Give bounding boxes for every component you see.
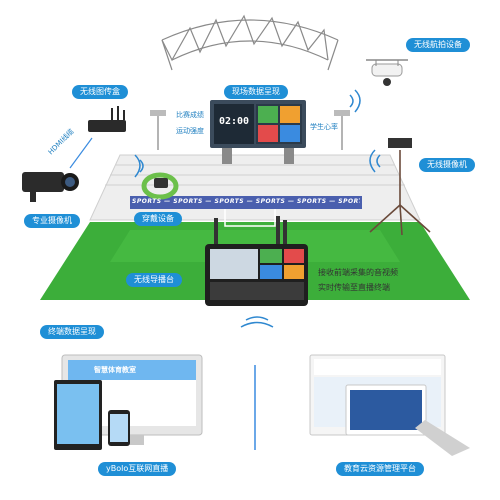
label-live-data: 现场数据呈现 xyxy=(224,85,288,99)
stadium-roof-truss xyxy=(161,14,339,71)
scoreboard-time: 02:00 xyxy=(218,116,250,127)
banner-text: SPORTS — SPORTS — SPORTS — SPORTS — SPOR… xyxy=(132,198,360,205)
transmitter-box xyxy=(88,106,126,132)
light-poles xyxy=(150,110,350,150)
label-wearable: 穿戴设备 xyxy=(134,212,182,226)
label-pro-camera: 专业摄像机 xyxy=(24,214,80,228)
sports-banner xyxy=(130,196,362,209)
label-terminal-data: 终端数据呈现 xyxy=(40,325,104,339)
wireless-camera-tripod xyxy=(369,138,431,236)
director-caption-line1: 接收前端采集的音视频 xyxy=(318,268,398,277)
cloud-platform-devices xyxy=(309,354,470,456)
label-wireless-director: 无线导播台 xyxy=(126,273,182,287)
director-console xyxy=(205,216,308,306)
annotation-race-score: 比赛成绩 xyxy=(176,111,204,119)
director-caption-line2: 实时传输至直播终端 xyxy=(318,283,390,292)
pro-camera xyxy=(22,172,79,202)
wifi-waves xyxy=(134,89,381,328)
label-wireless-transmitter: 无线图传盒 xyxy=(72,85,128,99)
annotation-student-heart-rate: 学生心率 xyxy=(310,123,338,131)
hdmi-arrow xyxy=(69,137,93,169)
website-hero-title: 智慧体育教室 xyxy=(94,366,136,374)
terminal-devices xyxy=(54,354,203,450)
label-wireless-camera: 无线摄像机 xyxy=(419,158,475,172)
label-ybolo-live: yBolo互联网直播 xyxy=(98,462,177,476)
label-edu-cloud: 教育云资源管理平台 xyxy=(336,462,424,476)
scoreboard xyxy=(210,100,306,164)
label-wireless-drone: 无线航拍设备 xyxy=(406,38,470,52)
annotation-exercise-intensity: 运动强度 xyxy=(176,127,204,135)
wearable-band xyxy=(141,172,179,200)
drone xyxy=(366,59,408,86)
